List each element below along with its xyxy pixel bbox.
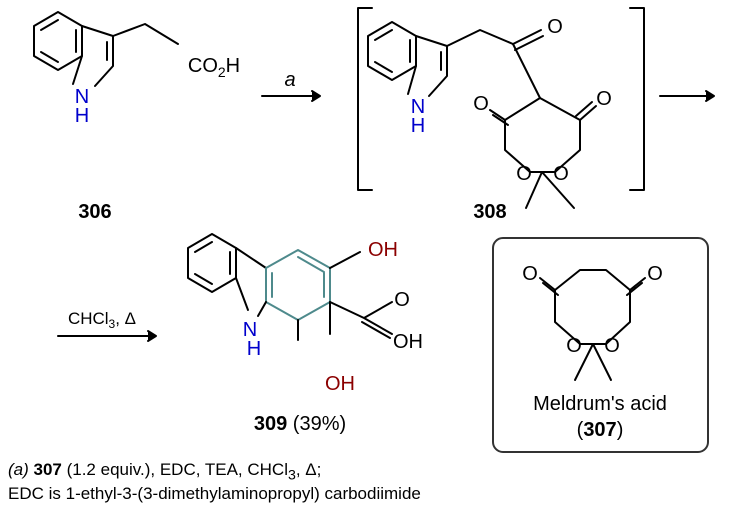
c309-label: 309 (39%) (254, 413, 346, 435)
c307-left-carbonyl-oxygen: O (522, 263, 538, 285)
c308-label: 308 (473, 201, 506, 223)
arrow-chcl3-label: CHCl3, Δ (68, 309, 136, 331)
c308-nh-hydrogen: H (411, 115, 425, 137)
footnote-edc-definition: EDC is 1-ethyl-3-(3-dimethylaminopropyl)… (8, 484, 421, 503)
c308-ketone-oxygen: O (547, 16, 563, 38)
compound-309-new-ring (265, 249, 331, 321)
c306-nh-hydrogen: H (75, 105, 89, 127)
footnote-heat: , Δ; (295, 460, 322, 479)
c307-ring-oxygen-right: O (604, 335, 620, 357)
compound-306-structure (33, 11, 179, 87)
c308-ring-oxygen-left: O (516, 163, 532, 185)
c309-bottom-hydroxyl: OH (325, 373, 355, 395)
c308-ring-oxygen-right: O (553, 163, 569, 185)
c306-carboxyl-label: CO2H (188, 55, 240, 80)
arrow-step-2 (659, 90, 715, 102)
c308-nitrogen: N (411, 96, 425, 118)
arrow-a-label: a (284, 69, 295, 91)
c307-right-carbonyl-oxygen: O (647, 263, 663, 285)
c307-label: (307) (577, 419, 624, 441)
bracket-right (629, 7, 645, 191)
c309-nh-hydrogen: H (247, 338, 261, 360)
c306-nitrogen: N (75, 86, 89, 108)
c309-top-hydroxyl: OH (368, 239, 398, 261)
compound-307-structure (539, 269, 646, 381)
c307-ring-oxygen-left: O (566, 335, 582, 357)
c306-label: 306 (78, 201, 111, 223)
bracket-left (357, 7, 373, 191)
footnote-conditions: (a) 307 (1.2 equiv.), EDC, TEA, CHCl3, Δ… (8, 460, 321, 483)
c308-left-carbonyl-oxygen: O (473, 93, 489, 115)
meldrums-acid-box (492, 237, 709, 453)
arrow-step-a (261, 90, 321, 102)
footnote-chcl3-sub: 3 (287, 467, 296, 484)
c308-right-carbonyl-oxygen: O (596, 88, 612, 110)
footnote-step-a: (a) (8, 460, 34, 479)
c309-acid-oxygen: O (394, 289, 410, 311)
compound-309-structure (187, 233, 267, 311)
compound-308-structure (367, 21, 597, 209)
c307-name: Meldrum's acid (533, 393, 667, 415)
arrow-step-3 (57, 330, 157, 342)
footnote-reagents: (1.2 equiv.), EDC, TEA, CHCl (61, 460, 288, 479)
c309-acid-hydroxyl: OH (393, 331, 423, 353)
c309-nitrogen: N (243, 319, 257, 341)
footnote-compound-307: 307 (33, 460, 62, 479)
